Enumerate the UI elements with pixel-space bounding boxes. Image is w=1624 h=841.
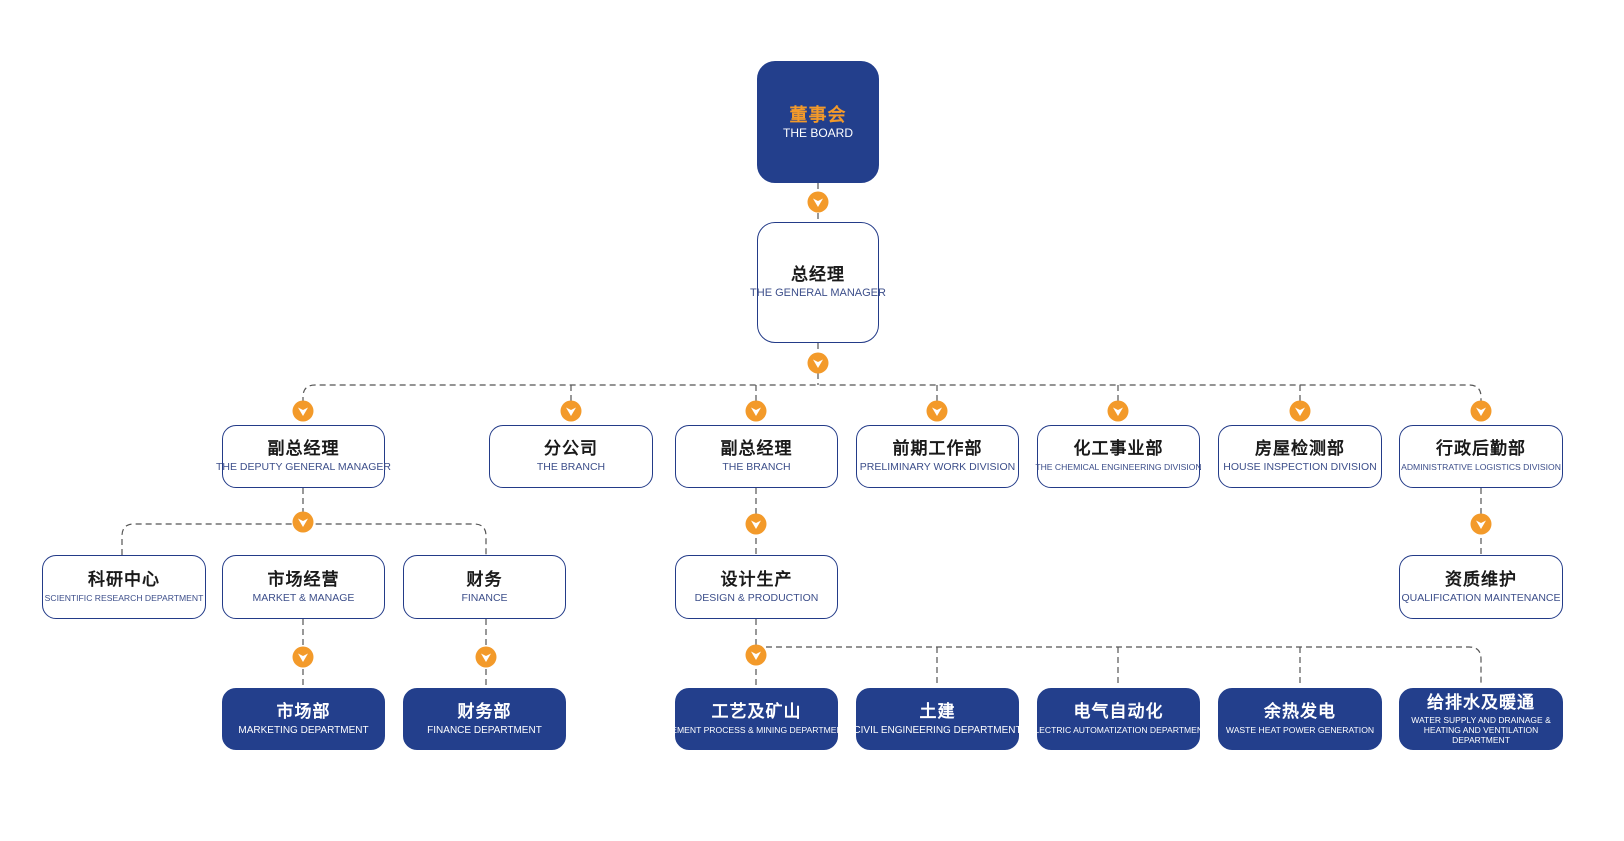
node-label-en: QUALIFICATION MAINTENANCE	[1401, 591, 1561, 604]
arrow-down-glyph	[751, 651, 761, 660]
node-label-en: ADMINISTRATIVE LOGISTICS DIVISION	[1401, 462, 1561, 472]
node-label-cn: 房屋检测部	[1255, 439, 1345, 459]
node-branch: 分公司 THE BRANCH	[489, 425, 653, 488]
arrow-down-glyph	[1476, 520, 1486, 529]
node-market-manage: 市场经营 MARKET & MANAGE	[222, 555, 385, 619]
node-administrative-logistics-division: 行政后勤部 ADMINISTRATIVE LOGISTICS DIVISION	[1399, 425, 1563, 488]
node-label-cn: 土建	[919, 701, 956, 722]
node-house-inspection-division: 房屋检测部 HOUSE INSPECTION DIVISION	[1218, 425, 1382, 488]
arrow-down-glyph	[566, 407, 576, 416]
arrow-down-glyph	[1113, 407, 1123, 416]
node-label-cn: 财务	[466, 569, 503, 590]
node-label-cn: 工艺及矿山	[711, 701, 802, 722]
node-label-en: THE DEPUTY GENERAL MANAGER	[215, 461, 392, 473]
node-label-en: ELECTRIC AUTOMATIZATION DEPARTMENT	[1028, 724, 1209, 735]
node-label-en: MARKETING DEPARTMENT	[238, 724, 369, 736]
arrow-down-glyph	[298, 653, 308, 662]
arrow-down-glyph	[751, 407, 761, 416]
node-scientific-research: 科研中心 SCIENTIFIC RESEARCH DEPARTMENT	[42, 555, 206, 619]
node-label-en: THE BRANCH	[536, 461, 606, 473]
node-label-en: SCIENTIFIC RESEARCH DEPARTMENT	[44, 592, 204, 603]
node-label-en: DESIGN & PRODUCTION	[694, 591, 819, 604]
node-label-cn: 财务部	[457, 701, 512, 722]
node-label-cn: 余热发电	[1264, 701, 1336, 722]
node-label-en: THE GENERAL MANAGER	[750, 287, 886, 299]
node-design-production: 设计生产 DESIGN & PRODUCTION	[675, 555, 838, 619]
node-electric-automatization: 电气自动化 ELECTRIC AUTOMATIZATION DEPARTMENT	[1029, 688, 1208, 750]
node-label-cn: 电气自动化	[1073, 701, 1164, 722]
node-waste-heat-power: 余热发电 WASTE HEAT POWER GENERATION	[1218, 688, 1382, 750]
node-label-en: THE BRANCH	[722, 461, 791, 473]
node-cement-process-mining: 工艺及矿山 CEMENT PROCESS & MINING DEPARTMENT	[665, 688, 848, 750]
node-label-en: PRELIMINARY WORK DIVISION	[859, 461, 1016, 473]
arrow-down-glyph	[298, 407, 308, 416]
node-label-en: FINANCE	[461, 591, 508, 604]
node-label-en: THE BOARD	[782, 125, 853, 140]
arrow-down-glyph	[932, 407, 942, 416]
node-label-cn: 给排水及暖通	[1427, 693, 1535, 713]
node-label-cn: 董事会	[789, 104, 847, 126]
node-qualification-maintenance: 资质维护 QUALIFICATION MAINTENANCE	[1399, 555, 1563, 619]
node-label-en: MARKET & MANAGE	[252, 591, 355, 604]
connector-level3-bus	[121, 523, 487, 555]
arrow-down-glyph	[1476, 407, 1486, 416]
node-label-cn: 行政后勤部	[1436, 439, 1526, 459]
node-label-en: HOUSE INSPECTION DIVISION	[1223, 461, 1377, 473]
arrow-down-glyph	[813, 198, 823, 207]
node-marketing-department: 市场部 MARKETING DEPARTMENT	[222, 688, 385, 750]
arrow-down-glyph	[298, 518, 308, 527]
node-label-cn: 化工事业部	[1073, 439, 1164, 459]
node-label-cn: 前期工作部	[892, 439, 983, 459]
node-civil-engineering: 土建 CIVIL ENGINEERING DEPARTMENT	[853, 688, 1022, 750]
node-water-supply-heating-ventilation: 给排水及暖通 WATER SUPPLY AND DRAINAGE & HEATI…	[1399, 688, 1563, 750]
node-label-cn: 设计生产	[720, 569, 793, 590]
node-chemical-engineering-division: 化工事业部 THE CHEMICAL ENGINEERING DIVISION	[1035, 425, 1202, 488]
node-label-cn: 副总经理	[267, 439, 340, 459]
node-general-manager: 总经理 THE GENERAL MANAGER	[750, 222, 886, 343]
connector-level4-bus	[756, 646, 1482, 685]
node-label-en: FINANCE DEPARTMENT	[427, 724, 542, 736]
node-label-cn: 总经理	[791, 265, 845, 285]
node-label-cn: 副总经理	[720, 439, 793, 459]
node-label-cn: 资质维护	[1445, 569, 1517, 590]
node-label-en: THE CHEMICAL ENGINEERING DIVISION	[1035, 462, 1202, 472]
node-finance: 财务 FINANCE	[403, 555, 566, 619]
node-label-en: WATER SUPPLY AND DRAINAGE & HEATING AND …	[1411, 715, 1551, 745]
arrow-down-glyph	[1295, 407, 1305, 416]
node-board: 董事会 THE BOARD	[757, 61, 879, 183]
arrow-down-glyph	[481, 653, 491, 662]
node-label-cn: 分公司	[544, 439, 598, 459]
node-label-en: WASTE HEAT POWER GENERATION	[1225, 724, 1375, 735]
connector-level2-bus	[302, 384, 1482, 403]
node-label-cn: 科研中心	[88, 569, 160, 590]
node-label-en: CIVIL ENGINEERING DEPARTMENT	[853, 724, 1022, 736]
node-finance-department: 财务部 FINANCE DEPARTMENT	[403, 688, 566, 750]
node-deputy-gm-1: 副总经理 THE DEPUTY GENERAL MANAGER	[216, 425, 391, 488]
node-label-en: CEMENT PROCESS & MINING DEPARTMENT	[665, 724, 848, 735]
arrow-down-glyph	[813, 359, 823, 368]
node-label-cn: 市场部	[276, 701, 331, 722]
node-deputy-gm-2: 副总经理 THE BRANCH	[675, 425, 838, 488]
arrow-down-glyph	[751, 520, 761, 529]
node-label-cn: 市场经营	[267, 569, 340, 590]
node-preliminary-work-division: 前期工作部 PRELIMINARY WORK DIVISION	[856, 425, 1019, 488]
